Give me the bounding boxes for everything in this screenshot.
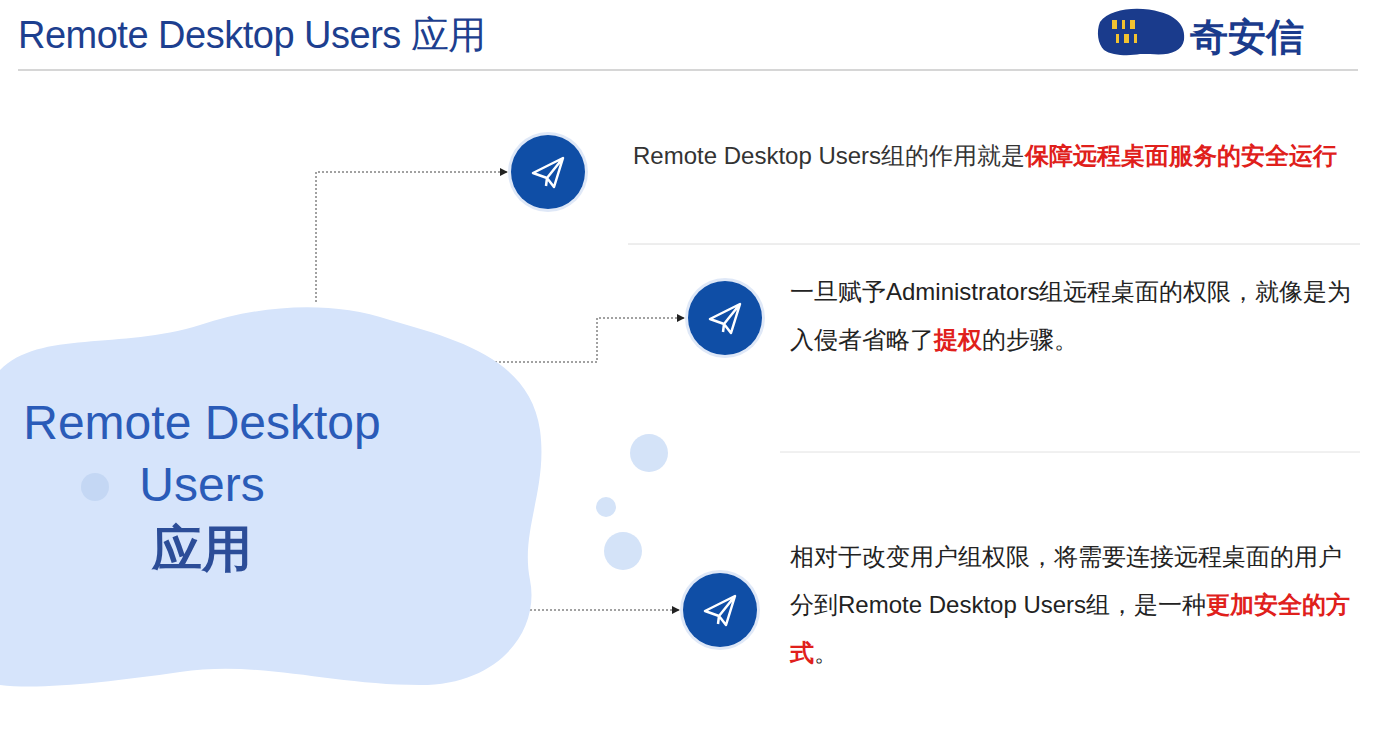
bubble xyxy=(604,532,642,570)
point-item: Remote Desktop Users组的作用就是保障远程桌面服务的安全运行 xyxy=(510,132,1355,214)
badge-circle xyxy=(688,281,762,355)
divider-line xyxy=(628,244,1360,245)
logo-bit xyxy=(1116,34,1119,43)
logo-bit xyxy=(1134,34,1137,43)
blob-outline xyxy=(0,300,545,690)
text-block: Remote Desktop Users应用 xyxy=(22,392,382,582)
point-item: 相对于改变用户组权限，将需要连接远程桌面的用户分到Remote Desktop … xyxy=(682,533,1356,677)
badge-glow xyxy=(685,278,765,358)
topic-text: Remote Desktop Users xyxy=(22,392,382,517)
logo-bit xyxy=(1130,20,1135,29)
icon-badge xyxy=(687,280,767,360)
bubble xyxy=(81,473,109,501)
dotted-connector xyxy=(316,172,507,302)
logo-shape xyxy=(1098,9,1184,55)
highlight-text: 保障远程桌面服务的安全运行 xyxy=(1025,142,1337,169)
body-text: Remote Desktop Users组的作用就是 xyxy=(633,142,1025,169)
logo-bit xyxy=(1122,20,1125,29)
slide-title: Remote Desktop Users 应用 xyxy=(18,10,486,61)
paper-plane-icon xyxy=(533,158,563,187)
bubble xyxy=(630,434,668,472)
title-rule xyxy=(18,69,1358,71)
logo-icon xyxy=(1098,9,1184,55)
paper-plane-icon xyxy=(710,304,740,333)
icon-badge xyxy=(510,134,590,214)
topic-blob: Remote Desktop Users应用 xyxy=(0,300,545,690)
paper-plane-icon xyxy=(705,596,735,625)
badge-circle xyxy=(511,135,585,209)
logo-bit xyxy=(1124,34,1129,43)
logo-bit xyxy=(1112,20,1117,29)
badge-circle xyxy=(683,573,757,647)
bubble xyxy=(596,497,616,517)
highlight-text: 提权 xyxy=(934,326,982,353)
badge-glow xyxy=(680,570,760,650)
body-text: 。 xyxy=(814,639,838,666)
text-block: 一旦赋予Administrators组远程桌面的权限，就像是为入侵者省略了提权的… xyxy=(790,268,1368,364)
point-item: 一旦赋予Administrators组远程桌面的权限，就像是为入侵者省略了提权的… xyxy=(687,268,1368,364)
text-block: 相对于改变用户组权限，将需要连接远程桌面的用户分到Remote Desktop … xyxy=(790,533,1356,677)
text-block: Remote Desktop Users组的作用就是保障远程桌面服务的安全运行 xyxy=(633,132,1355,180)
icon-badge xyxy=(682,572,762,652)
logo-text: 奇安信 xyxy=(1190,12,1304,63)
divider-line xyxy=(780,452,1360,453)
topic-text: 应用 xyxy=(22,517,382,582)
body-text: 的步骤。 xyxy=(982,326,1078,353)
blob-shape xyxy=(0,307,541,686)
badge-glow xyxy=(508,132,588,212)
